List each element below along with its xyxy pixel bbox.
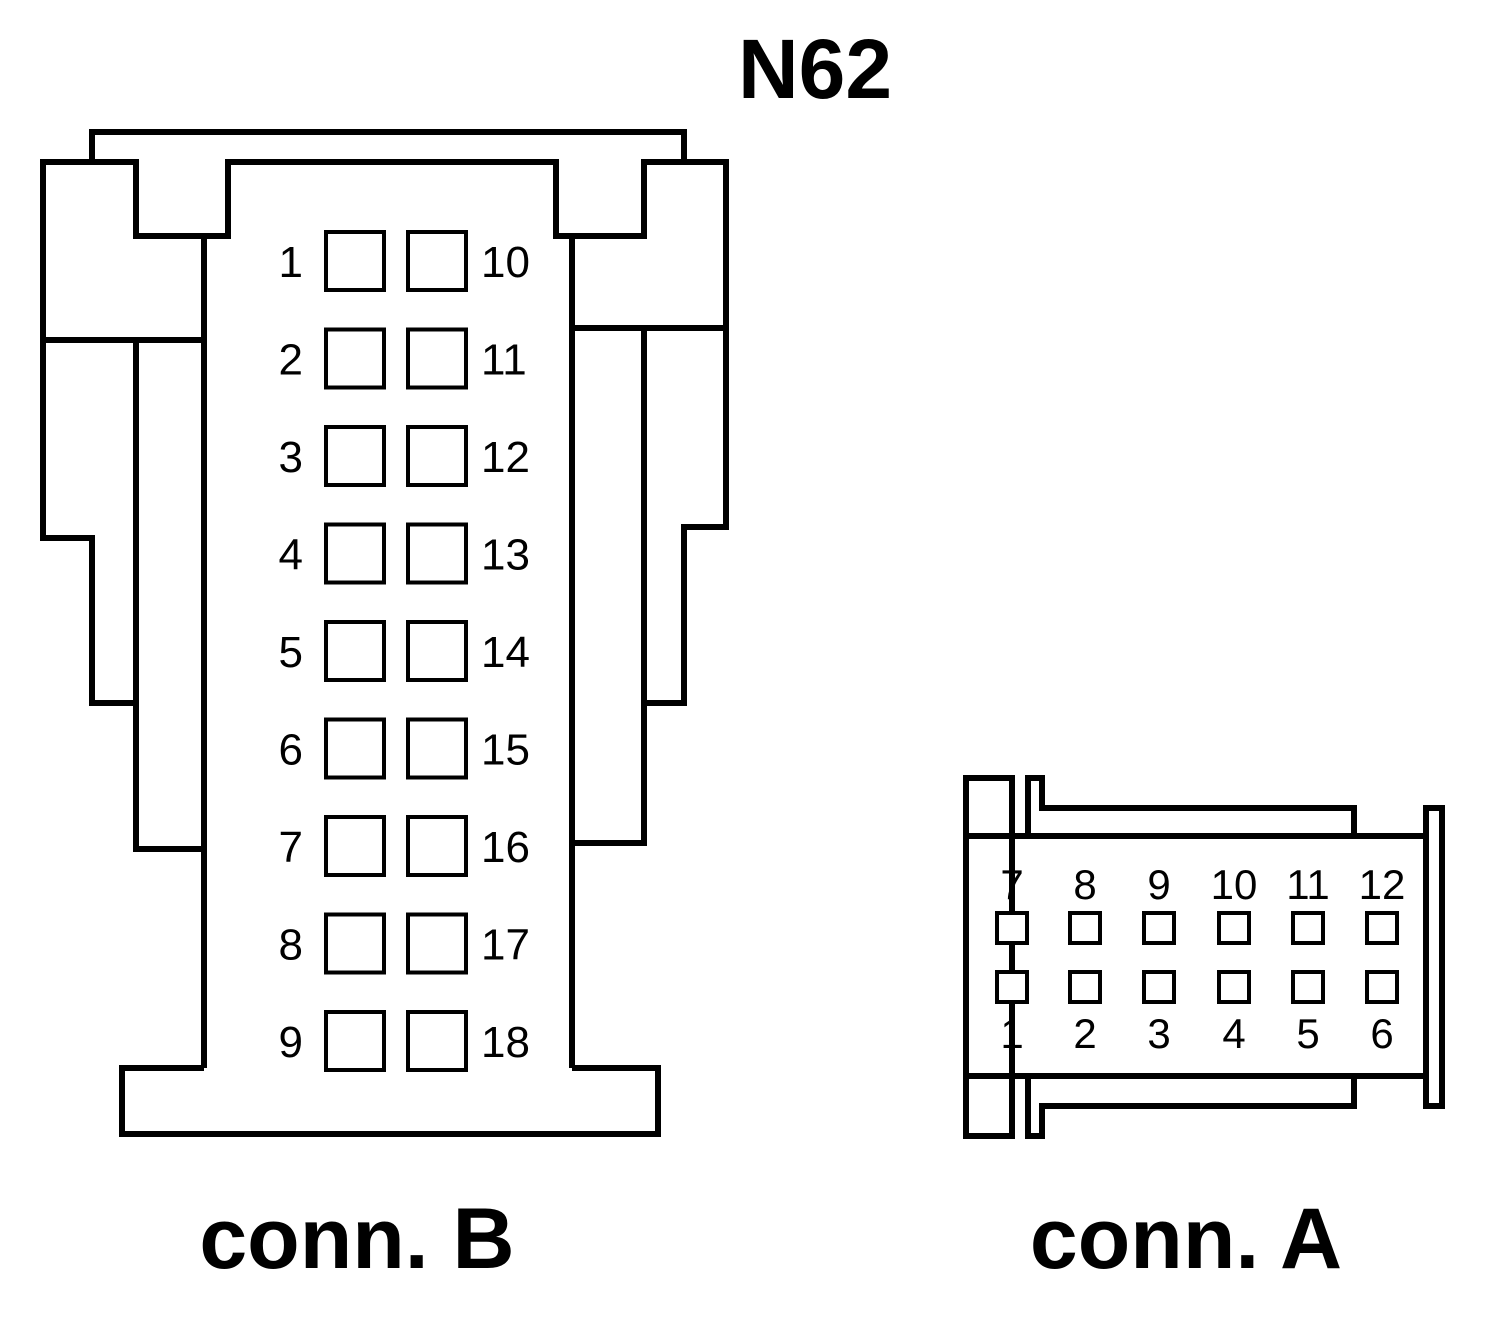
pin-cavity	[1068, 970, 1102, 1004]
pin-number-label: 6	[1370, 1010, 1393, 1057]
pin-number-label: 2	[1073, 1010, 1096, 1057]
pin-number-label: 11	[481, 336, 527, 385]
pin-cavity	[995, 970, 1029, 1004]
pin-number-label: 13	[481, 531, 530, 580]
pin-number-label: 10	[1211, 861, 1258, 908]
pin-cavity	[324, 912, 386, 975]
pin-number-label: 15	[481, 726, 530, 775]
pin-number-label: 12	[481, 433, 530, 482]
pin-number-label: 2	[279, 336, 303, 385]
pin-number-label: 7	[279, 823, 303, 872]
pin-number-label: 1	[279, 238, 303, 287]
pin-cavity	[1068, 911, 1102, 945]
pin-cavity	[406, 620, 468, 682]
pin-number-label: 10	[481, 238, 530, 287]
pin-cavity	[995, 911, 1029, 945]
pin-cavity	[324, 327, 386, 390]
pin-cavity	[406, 327, 468, 390]
pin-number-label: 18	[481, 1018, 530, 1067]
pin-number-label: 12	[1359, 861, 1406, 908]
pin-cavity	[324, 230, 386, 292]
pin-cavity	[324, 425, 386, 487]
pin-cavity	[1142, 970, 1176, 1004]
pin-number-label: 6	[279, 726, 303, 775]
pin-cavity	[324, 717, 386, 780]
pin-number-label: 9	[279, 1018, 303, 1067]
pin-cavity	[1365, 911, 1399, 945]
pin-number-label: 3	[1147, 1010, 1170, 1057]
pin-cavity	[324, 620, 386, 682]
pin-cavity	[1217, 970, 1251, 1004]
pin-cavity	[406, 815, 468, 877]
pin-number-label: 17	[481, 921, 530, 970]
pin-number-label: 7	[1000, 861, 1023, 908]
pin-cavity	[406, 522, 468, 585]
connector-a-housing	[963, 775, 1445, 1139]
pin-number-label: 11	[1286, 861, 1330, 908]
pin-cavity	[1365, 970, 1399, 1004]
pin-cavity	[324, 522, 386, 585]
connector-a-label: conn. A	[1030, 1191, 1342, 1287]
pin-number-label: 1	[1000, 1010, 1023, 1057]
pin-number-label: 4	[279, 531, 303, 580]
pin-cavity	[406, 1010, 468, 1072]
pin-cavity	[324, 815, 386, 877]
pin-cavity	[406, 230, 468, 292]
connector-b-label: conn. B	[199, 1191, 514, 1287]
pin-number-label: 9	[1147, 861, 1170, 908]
pin-cavity	[1291, 970, 1325, 1004]
pin-number-label: 16	[481, 823, 530, 872]
connector-b-housing	[40, 129, 729, 1137]
pin-number-label: 5	[279, 628, 303, 677]
pin-number-label: 8	[279, 921, 303, 970]
pin-number-label: 3	[279, 433, 303, 482]
pin-cavity	[1217, 911, 1251, 945]
pin-cavity	[324, 1010, 386, 1072]
pin-cavity	[406, 717, 468, 780]
pin-number-label: 5	[1296, 1010, 1319, 1057]
pin-number-label: 14	[481, 628, 530, 677]
pin-number-label: 4	[1222, 1010, 1245, 1057]
pin-cavity	[1291, 911, 1325, 945]
pin-number-label: 8	[1073, 861, 1096, 908]
pin-cavity	[406, 425, 468, 487]
pin-cavity	[406, 912, 468, 975]
diagram-title: N62	[738, 22, 892, 116]
pin-cavity	[1142, 911, 1176, 945]
